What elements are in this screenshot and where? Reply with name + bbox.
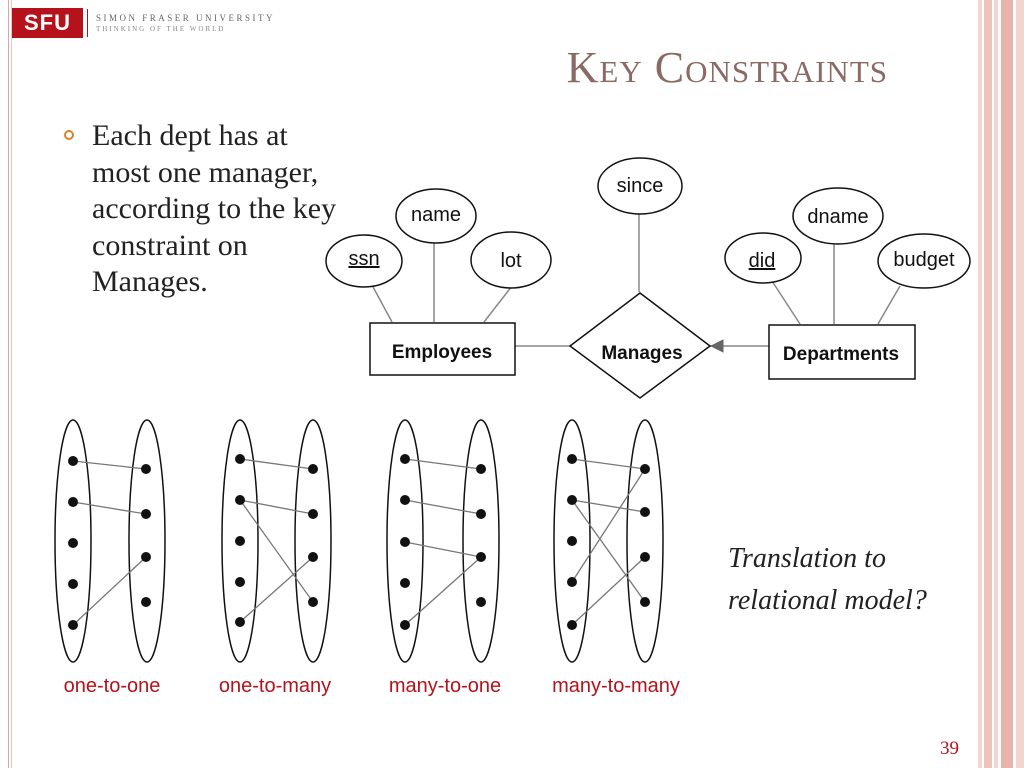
logo-text: SIMON FRASER UNIVERSITY THINKING OF THE …: [96, 13, 275, 33]
mapping-label-one-to-one: one-to-one: [64, 675, 161, 697]
attribute-dname: [792, 187, 884, 245]
translation-line-1: Translation to: [728, 543, 886, 574]
relationship-manages-label: Manages: [601, 343, 682, 364]
mapping-label-many-to-one: many-to-one: [389, 675, 501, 697]
attribute-did-label: did: [749, 250, 776, 272]
mapping-label-many-to-many: many-to-many: [552, 675, 680, 697]
relationship-manages: [568, 292, 712, 399]
one-to-one-right-set: [128, 419, 166, 663]
university-logo: SFU SIMON FRASER UNIVERSITY THINKING OF …: [12, 8, 275, 38]
budget-connector: [877, 285, 901, 325]
mapping-label-one-to-many: one-to-many: [219, 675, 331, 697]
did-connector: [771, 280, 801, 325]
left-border-line: [8, 0, 9, 768]
attribute-since-label: since: [617, 175, 664, 197]
logo-mark: SFU: [12, 8, 83, 38]
entity-departments: [768, 324, 916, 380]
attribute-dname-label: dname: [807, 206, 868, 228]
one-to-many-left-set: [221, 419, 259, 663]
entity-employees-label: Employees: [392, 342, 492, 363]
ssn-connector: [371, 284, 393, 323]
page-number: 39: [940, 738, 959, 759]
er-connectors: [371, 214, 901, 353]
one-to-one-left-set: [54, 419, 92, 663]
attribute-did: [724, 232, 802, 284]
attribute-name: [395, 188, 477, 244]
entity-departments-label: Departments: [783, 344, 899, 365]
translation-note: Translation to relational model?: [728, 538, 927, 622]
bullet-text: Each dept has at most one manager, accor…: [92, 119, 337, 298]
right-decorative-stripes: [978, 0, 1024, 768]
attribute-ssn: [325, 234, 403, 288]
bullet-circle-icon: [64, 130, 74, 140]
many-to-one-left-set: [386, 419, 424, 663]
entity-employees: [369, 322, 516, 376]
one-to-many-right-set: [294, 419, 332, 663]
mapping-ovals: [54, 419, 664, 663]
attribute-budget-label: budget: [893, 249, 955, 271]
attribute-name-label: name: [411, 204, 461, 226]
logo-line-1: SIMON FRASER UNIVERSITY: [96, 13, 276, 23]
mapping-points: [68, 454, 650, 630]
left-border-line-inner: [11, 0, 12, 768]
translation-line-2: relational model?: [728, 585, 927, 616]
attribute-lot-label: lot: [500, 250, 522, 272]
logo-divider: [87, 9, 88, 37]
logo-line-2: THINKING OF THE WORLD: [96, 25, 226, 33]
many-to-many-right-set: [626, 419, 664, 663]
attribute-budget: [877, 233, 971, 289]
mapping-lines: [72, 458, 646, 626]
attribute-since: [597, 157, 683, 215]
lot-connector: [483, 285, 513, 323]
slide-title: Key Constraints: [566, 43, 888, 92]
many-to-many-left-set: [553, 419, 591, 663]
attribute-lot: [470, 231, 552, 289]
attribute-ssn-label: ssn: [348, 248, 379, 270]
many-to-one-right-set: [462, 419, 500, 663]
